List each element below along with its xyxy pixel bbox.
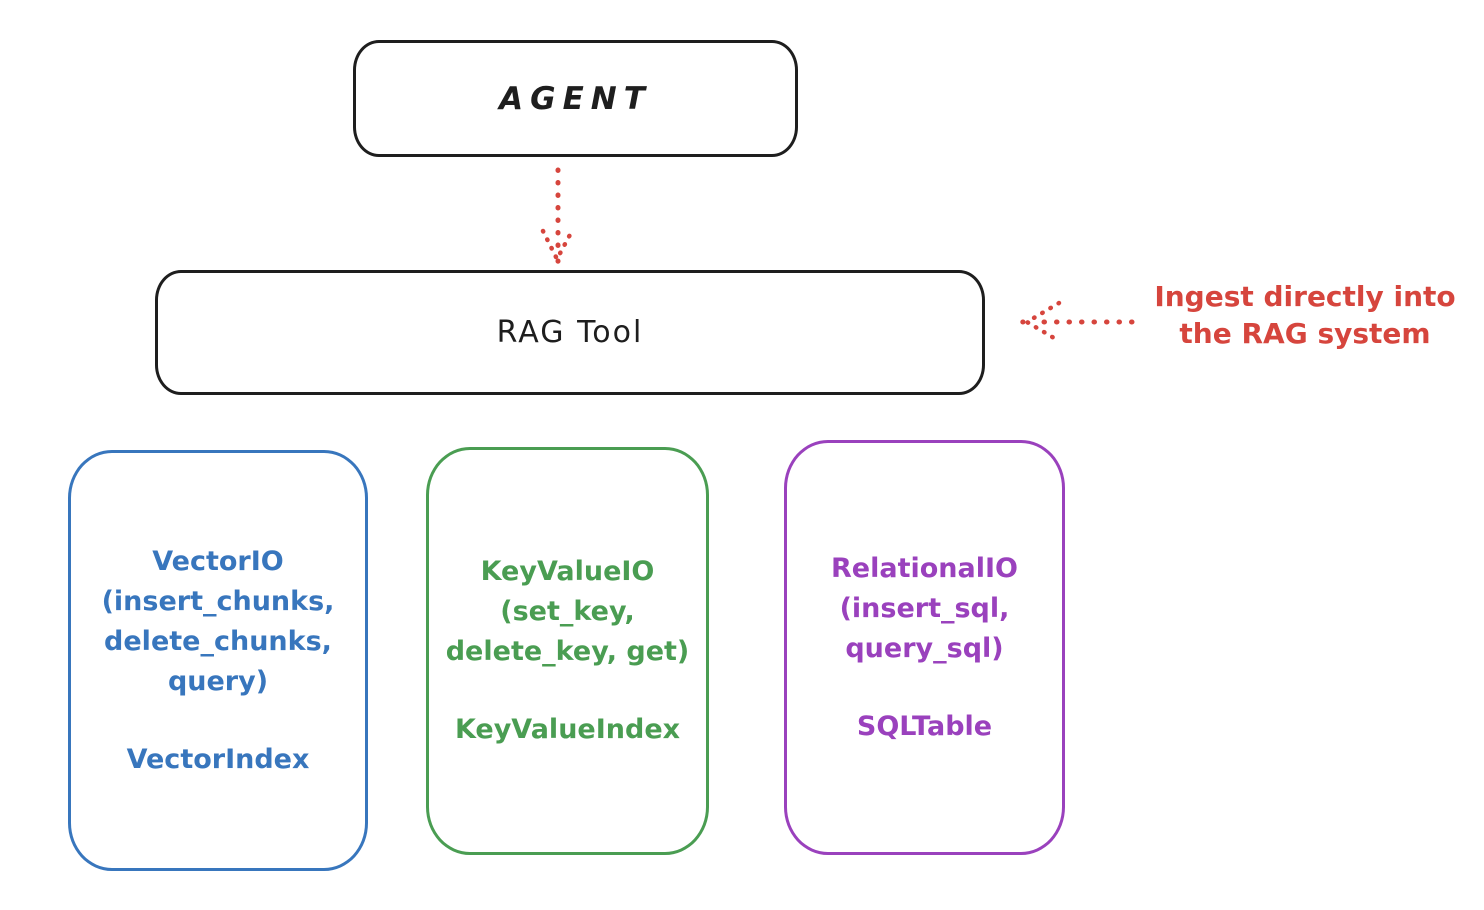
node-key-value-io[interactable]: KeyValueIO (set_key, delete_key, get) Ke… bbox=[426, 447, 709, 855]
sql-table-label: SQLTable bbox=[856, 710, 993, 742]
relational-io-label: RelationalIO (insert_sql, query_sql) bbox=[831, 552, 1018, 664]
key-value-index-label: KeyValueIndex bbox=[454, 714, 681, 745]
node-relational-io[interactable]: RelationalIO (insert_sql, query_sql) SQL… bbox=[784, 440, 1065, 855]
key-value-io-label: KeyValueIO (set_key, delete_key, get) bbox=[445, 556, 690, 667]
node-agent[interactable]: AGENT bbox=[353, 40, 798, 157]
annotation-to-rag-arrow[interactable] bbox=[1020, 300, 1135, 344]
node-rag-tool[interactable]: RAG Tool bbox=[155, 270, 985, 395]
rag-tool-label: RAG Tool bbox=[496, 315, 644, 350]
agent-to-rag-arrow[interactable] bbox=[540, 167, 575, 264]
vector-io-label: VectorIO (insert_chunks, delete_chunks, … bbox=[101, 545, 335, 697]
agent-label: AGENT bbox=[499, 80, 652, 117]
annotation-ingest[interactable]: Ingest directly into the RAG system bbox=[1154, 280, 1456, 350]
vector-index-label: VectorIndex bbox=[126, 743, 310, 775]
node-vector-io[interactable]: VectorIO (insert_chunks, delete_chunks, … bbox=[68, 450, 368, 871]
